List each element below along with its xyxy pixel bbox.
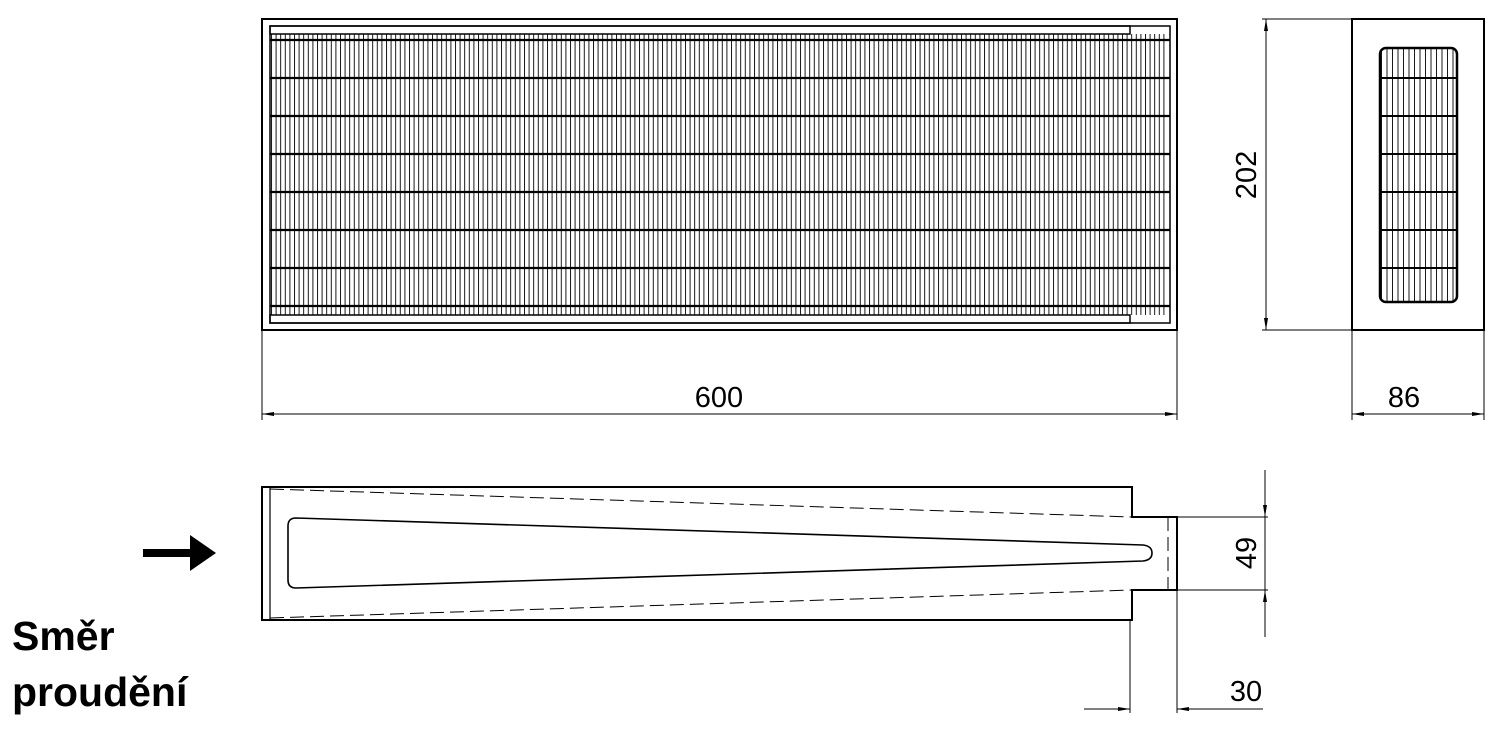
dimension-lines	[261, 18, 1485, 713]
dim-pleat-depth: 49	[1231, 537, 1263, 569]
front-view	[261, 18, 1178, 331]
flow-label-line2: proudění	[12, 669, 188, 715]
side-view	[1351, 18, 1485, 331]
flow-arrow-icon	[143, 535, 216, 571]
section-view	[261, 486, 1178, 621]
dim-frame-offset: 30	[1230, 676, 1262, 708]
dim-length: 600	[695, 382, 743, 414]
dim-depth: 86	[1388, 382, 1420, 414]
flow-label-line1: Směr	[12, 613, 115, 659]
dim-height: 202	[1231, 151, 1263, 199]
